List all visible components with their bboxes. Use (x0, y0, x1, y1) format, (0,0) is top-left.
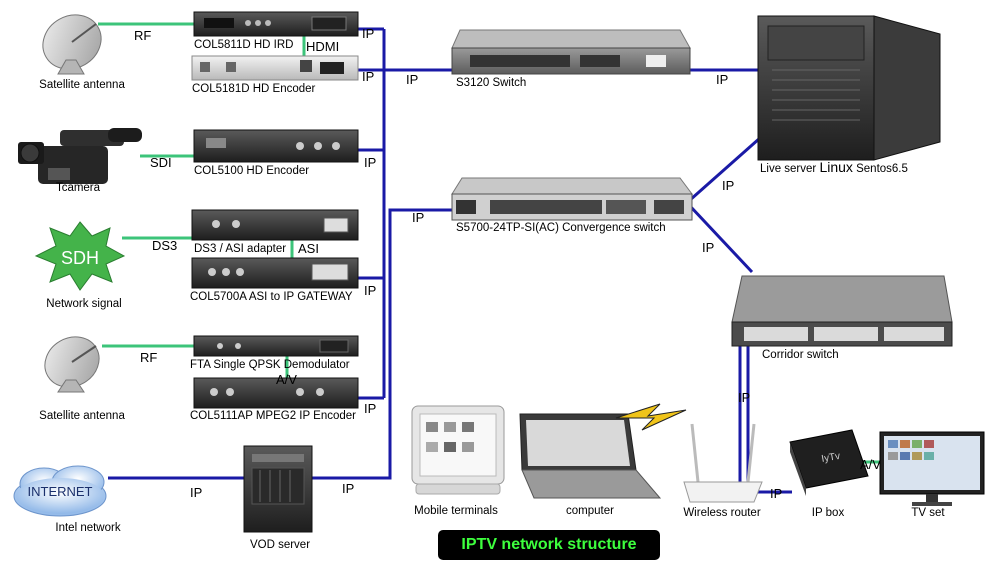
link-sdi: SDI (150, 155, 172, 170)
label-vod-server: VOD server (250, 539, 310, 551)
ip-line-vod-s5700 (312, 208, 452, 480)
label-satellite-antenna-1: Satellite antenna (39, 79, 125, 91)
link-ip-corridor-router: IP (738, 390, 750, 405)
label-ds3-asi-adapter: DS3 / ASI adapter (194, 243, 286, 255)
label-s3120-switch: S3120 Switch (456, 77, 526, 89)
link-ip-col5100: IP (364, 155, 376, 170)
label-satellite-antenna-2: Satellite antenna (39, 410, 125, 422)
wireless-router (683, 423, 763, 503)
link-ip-to-s5700: IP (412, 210, 424, 225)
tcamera (18, 128, 142, 184)
sdh-label: SDH (61, 248, 99, 268)
internet-cloud: INTERNET (13, 465, 107, 517)
label-wireless-router: Wireless router (683, 507, 760, 519)
link-labels: RF HDMI SDI DS3 ASI RF A/V IP IP IP IP I… (134, 26, 881, 501)
label-col5181d: COL5181D HD Encoder (192, 83, 316, 95)
ip-line-s5700-corridor (688, 204, 754, 274)
wireless-signal-icon (615, 403, 687, 431)
sdh-burst: SDH (34, 221, 126, 291)
label-col5100: COL5100 HD Encoder (194, 165, 309, 177)
link-av-2: A/V (860, 457, 881, 472)
link-ds3: DS3 (152, 238, 177, 253)
label-mobile-terminals: Mobile terminals (414, 505, 498, 517)
device-labels: Satellite antenna Tcamera Network signal… (39, 39, 945, 551)
link-asi: ASI (298, 241, 319, 256)
label-tv-set: TV set (911, 507, 945, 519)
satellite-antenna-2 (44, 336, 100, 393)
label-fta-demodulator: FTA Single QPSK Demodulator (190, 359, 350, 371)
link-ip-vod: IP (342, 481, 354, 496)
col5100-device (193, 129, 359, 163)
link-ip-router-box: IP (770, 486, 782, 501)
link-rf-1: RF (134, 28, 151, 43)
link-rf-2: RF (140, 350, 157, 365)
satellite-antenna-1 (42, 14, 102, 75)
link-ip-col5700a: IP (364, 283, 376, 298)
link-ip-to-s3120: IP (406, 72, 418, 87)
link-ip-col5181d: IP (362, 69, 374, 84)
label-live-server: Live server Linux Sentos6.5 (760, 159, 908, 175)
link-ip-col5111ap: IP (364, 401, 376, 416)
live-server (757, 15, 941, 161)
diagram-title: IPTV network structure (438, 530, 660, 560)
laptop-computer (519, 413, 662, 499)
link-av-1: A/V (276, 372, 297, 387)
link-hdmi: HDMI (306, 39, 339, 54)
internet-label: INTERNET (28, 484, 93, 499)
label-corridor-switch: Corridor switch (762, 349, 839, 361)
label-tcamera: Tcamera (56, 182, 101, 194)
tv-set (879, 431, 985, 506)
col5181d-device (191, 55, 359, 81)
fta-demodulator-device (193, 335, 359, 357)
label-computer: computer (566, 505, 614, 517)
label-s5700-switch: S5700-24TP-SI(AC) Convergence switch (456, 222, 666, 234)
s3120-switch (451, 29, 691, 75)
link-ip-s3120-live: IP (716, 72, 728, 87)
label-intel-network: Intel network (55, 522, 120, 534)
ds3-asi-adapter-device (191, 209, 359, 241)
ip-box-brand: IyTv (821, 451, 842, 465)
link-ip-internet: IP (190, 485, 202, 500)
label-col5700a: COL5700A ASI to IP GATEWAY (190, 291, 353, 303)
link-ip-col5811d: IP (362, 26, 374, 41)
s5700-switch (451, 177, 693, 221)
col5811d-device (193, 11, 359, 37)
link-ip-s5700-corridor: IP (702, 240, 714, 255)
corridor-switch (731, 275, 953, 347)
label-live-server-os: Linux (819, 159, 852, 175)
label-col5111ap: COL5111AP MPEG2 IP Encoder (190, 410, 356, 422)
signal-lines (98, 22, 880, 464)
label-live-server-suffix: Sentos6.5 (853, 163, 908, 175)
label-live-server-prefix: Live server (760, 163, 819, 175)
label-col5811d: COL5811D HD IRD (194, 39, 294, 51)
mobile-terminal (411, 405, 505, 495)
vod-server (243, 445, 313, 533)
col5700a-device (191, 257, 359, 289)
ip-line-s5700-live (689, 136, 761, 202)
link-ip-s5700-live: IP (722, 178, 734, 193)
col5111ap-device (193, 377, 359, 409)
label-network-signal: Network signal (46, 298, 121, 310)
ip-box: IyTv (789, 429, 869, 496)
label-ip-box: IP box (812, 507, 845, 519)
ip-lines (108, 27, 792, 494)
